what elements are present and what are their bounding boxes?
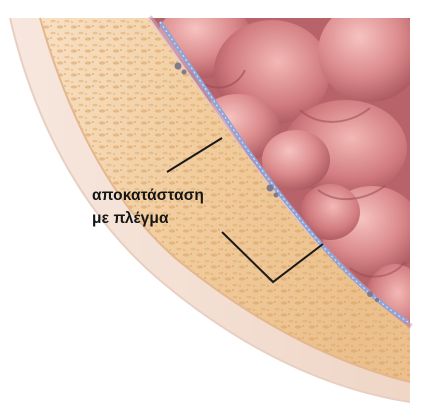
label-line-1: αποκατάσταση xyxy=(92,184,204,207)
label-line-2: με πλέγμα xyxy=(92,207,204,230)
mesh-repair-label: αποκατάσταση με πλέγμα xyxy=(92,184,204,230)
